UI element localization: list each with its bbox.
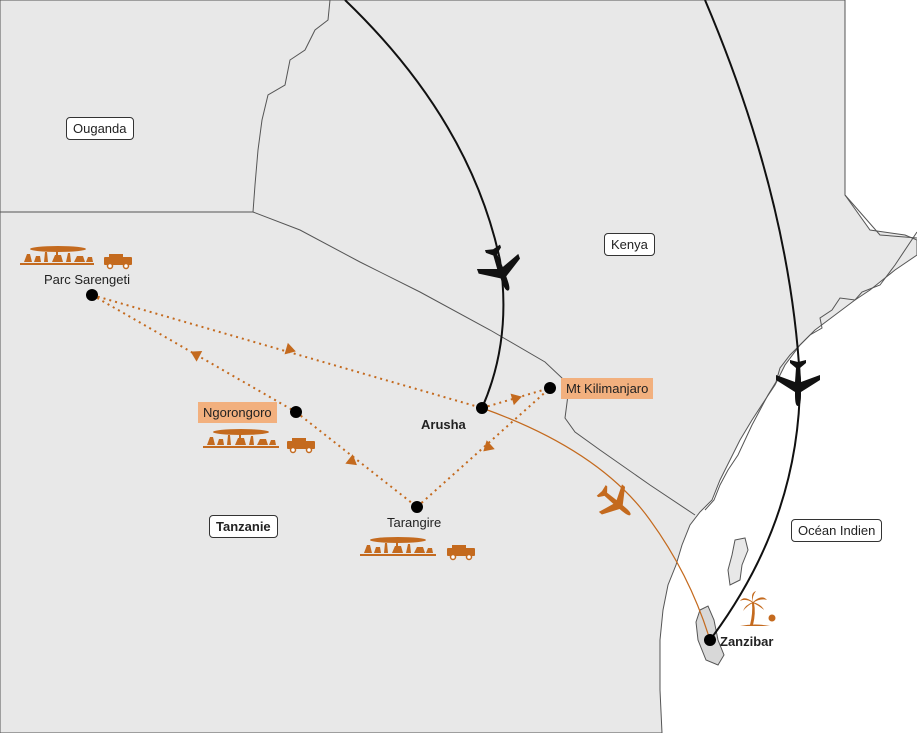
flight-path-arusha-zanzibar — [481, 407, 711, 641]
border-uganda-kenya — [252, 0, 331, 213]
location-markers — [86, 289, 716, 646]
safari-routes — [91, 294, 551, 508]
place-tarangire-label: Tarangire — [387, 515, 442, 530]
pemba-island — [727, 537, 749, 586]
airplane-icon — [776, 360, 820, 406]
place-kilimanjaro-label: Mt Kilimanjaro — [561, 378, 654, 399]
marker-ngorongoro — [290, 406, 302, 418]
safari-animals-icon — [20, 246, 94, 265]
safari-animals-icon — [203, 429, 279, 448]
flight-path-arusha — [344, 0, 505, 409]
safari-jeep-icon — [287, 438, 315, 454]
marker-arusha — [476, 402, 488, 414]
marker-tarangire — [411, 501, 423, 513]
region-kenya-label: Kenya — [604, 233, 655, 256]
place-ngorongoro-label: Ngorongoro — [198, 402, 277, 423]
airplane-icon — [476, 244, 520, 291]
palm-tree-icon — [740, 591, 776, 626]
region-uganda-label: Ouganda — [66, 117, 134, 140]
marker-serengeti — [86, 289, 98, 301]
place-arusha-label: Arusha — [421, 417, 466, 432]
route-arrows — [190, 342, 522, 466]
coastline — [704, 231, 917, 511]
place-zanzibar-label: Zanzibar — [720, 634, 774, 649]
place-serengeti-label: Parc Sarengeti — [44, 272, 130, 287]
safari-animals-icon — [360, 537, 436, 556]
marker-zanzibar — [704, 634, 716, 646]
region-tanzania-label: Tanzanie — [209, 515, 278, 538]
safari-jeep-icon — [447, 545, 475, 561]
airplane-icon — [596, 484, 631, 516]
region-ocean-label: Océan Indien — [791, 519, 883, 542]
border-kenya-somalia — [844, 0, 917, 239]
marker-kilimanjaro — [544, 382, 556, 394]
safari-jeep-icon — [104, 254, 132, 270]
